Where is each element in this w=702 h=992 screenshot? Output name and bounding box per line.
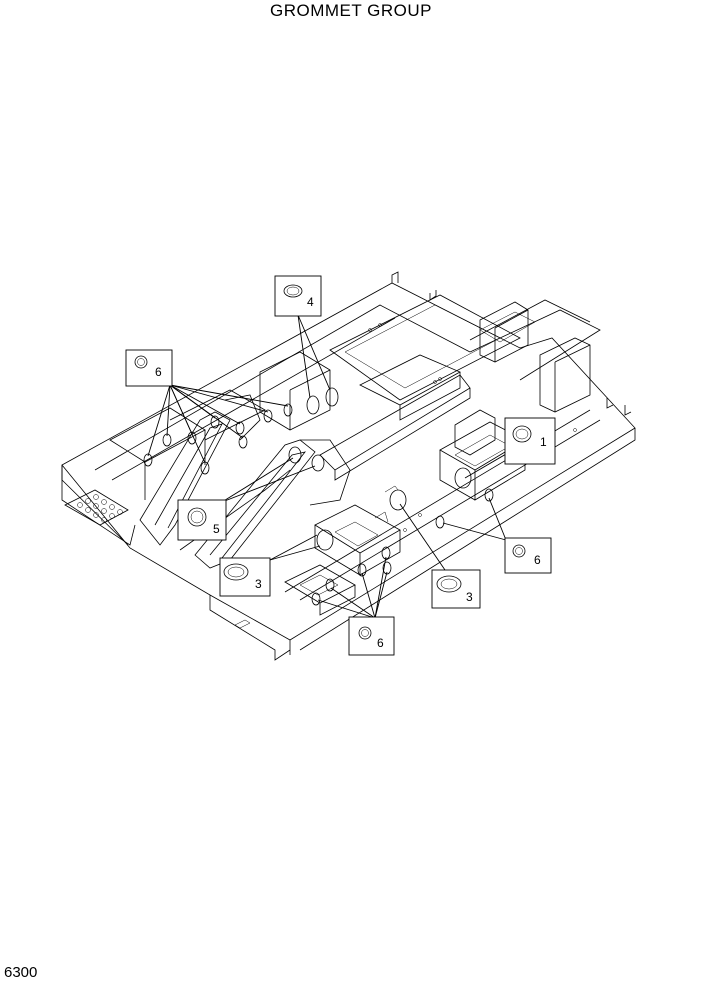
callout-3-left-label: 3 — [255, 577, 262, 591]
callout-4-label: 4 — [307, 295, 314, 309]
callout-3-right[interactable]: 3 — [431, 569, 481, 609]
callout-5-label: 5 — [213, 522, 220, 536]
tread-plate — [77, 494, 123, 523]
grommet-round-icon — [512, 544, 526, 558]
callout-5[interactable]: 5 — [177, 499, 227, 541]
grommet-round-icon — [358, 626, 372, 640]
grommet-oval-icon — [283, 284, 303, 298]
callout-6-right[interactable]: 6 — [504, 537, 552, 574]
callout-6-bottom[interactable]: 6 — [348, 616, 395, 656]
callout-3-right-label: 3 — [466, 590, 473, 604]
leader-lines — [147, 314, 514, 619]
callout-4[interactable]: 4 — [274, 275, 322, 317]
grommet-round-icon — [134, 355, 148, 369]
callout-3-left[interactable]: 3 — [219, 557, 271, 597]
grommet-oval-icon — [512, 425, 532, 443]
grommet-oval-icon — [223, 563, 249, 581]
callout-6-top-left[interactable]: 6 — [125, 349, 173, 387]
grommet-round-icon — [187, 507, 207, 527]
callout-6-right-label: 6 — [534, 553, 541, 567]
page-number: 6300 — [4, 964, 38, 981]
grommet-oval-icon — [436, 575, 462, 593]
callout-6-bottom-label: 6 — [377, 636, 384, 650]
callout-1[interactable]: 1 — [504, 417, 556, 465]
grommet-holes — [143, 387, 494, 606]
page-title: GROMMET GROUP — [269, 1, 433, 20]
boom-foot-brackets — [139, 394, 351, 569]
callout-1-label: 1 — [540, 435, 547, 449]
callout-6-top-left-label: 6 — [155, 365, 162, 379]
